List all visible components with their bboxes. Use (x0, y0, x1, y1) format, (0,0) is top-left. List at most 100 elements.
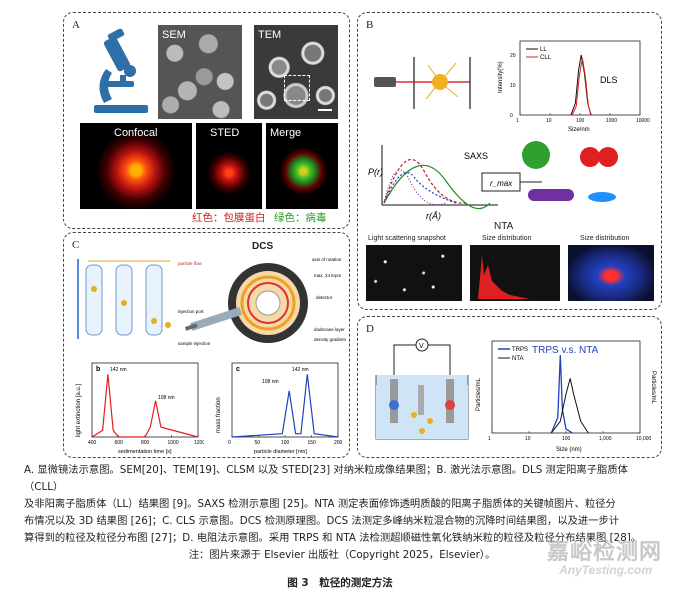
saxs-ylabel: P(r) (368, 167, 383, 177)
merge-label: Merge (270, 127, 302, 139)
caption-line-2: 及非阳离子脂质体（LL）结果图 [9]。SAXS 检测示意图 [25]。NTA … (24, 498, 616, 510)
saxs-title: SAXS (464, 151, 488, 161)
watermark-cn: 嘉峪检测网 (546, 540, 662, 565)
sedimentation-x-tick-label: 800 (141, 440, 150, 446)
nta-3d-plot (568, 245, 654, 301)
dls-ylabel: Intensity(%) (498, 61, 504, 93)
sedimentation-xlabel: sedimentation time [s] (118, 449, 172, 455)
tube-3-outside-particle (165, 322, 171, 328)
mass-fraction-frame (231, 362, 339, 438)
laser-schematic (374, 57, 471, 109)
trps-x-tick-label: 1,000 (599, 436, 612, 442)
saxs-curve-purple (383, 169, 447, 206)
dls-plot-frame (519, 40, 641, 116)
mass-fraction-x-tick-label: 200 (334, 440, 343, 446)
saxs-xlabel: r(Å) (426, 211, 441, 221)
tem-label: TEM (258, 29, 282, 41)
sted-label: STED (210, 127, 240, 139)
nta-size-distribution (470, 245, 560, 301)
legend-green-text: 绿色：病毒 (274, 212, 327, 224)
tube-1 (85, 264, 103, 336)
negative-electrode-icon (389, 400, 399, 410)
caption-line-4: 算得到的粒径及粒径分布图 [27]；D. 电阻法示意图。采用 TRPS 和 NT… (24, 532, 642, 544)
dcs-ring-orange (240, 275, 296, 331)
dcs-note-sample-injection: sample injection (178, 341, 211, 346)
confocal-label: Confocal (114, 127, 158, 139)
sted-image: STED (196, 123, 262, 209)
sedimentation-ylabel: light extinction [a.u.] (76, 384, 82, 437)
saxs-sphere-red-right (598, 147, 618, 167)
tube-2-particle (121, 300, 127, 306)
saxs-rod (528, 189, 574, 201)
mass-fraction-peak-142: 142 nm (292, 367, 309, 373)
trps-ylabel-right: Particles/mL (650, 371, 656, 405)
dcs-note-injection-port: injection port (178, 309, 204, 314)
dcs-title: DCS (252, 241, 274, 252)
panel-d-label: D (366, 323, 374, 335)
trps-x-tick-label: 10 (525, 436, 531, 442)
trps-nta-chart: TRPS v.s. NTA TRPS NTA Particles/mL Part… (476, 340, 656, 453)
dcs-note-particle-flow: particle flow (178, 261, 203, 266)
panel-c-label: C (72, 239, 80, 251)
dcs-syringe-plunger (184, 323, 198, 331)
saxs-chart: P(r) r(Å) SAXS r_max (368, 141, 618, 221)
dls-title: DLS (600, 75, 618, 85)
nta-line (550, 378, 589, 434)
saxs-sphere-red-left (580, 147, 600, 167)
voltmeter-label: V (419, 343, 424, 350)
saxs-curve-blue (383, 172, 457, 204)
sedimentation-panel-letter: b (96, 366, 100, 373)
dcs-note-detector: detector (316, 295, 333, 300)
dls-x-tick-label: 1000 (606, 118, 617, 124)
sedimentation-x-tick-label: 1000 (168, 440, 179, 446)
watermark-en: AnyTesting.com (559, 563, 652, 577)
sedimentation-x-tick-label: 1200 (194, 440, 204, 446)
circuit-wires (393, 344, 451, 379)
nta-snapshot (366, 245, 462, 301)
sedimentation-chart: light extinction [a.u.] sedimentation ti… (76, 362, 204, 455)
dls-y-tick-label: 0 (510, 113, 513, 119)
sedimentation-peak-108: 108 nm (158, 395, 175, 401)
trps-x-tick-label: 10,000 (636, 436, 652, 442)
mass-fraction-x-tick-label: 0 (228, 440, 231, 446)
dls-legend-ll: LL (540, 47, 547, 53)
dls-y-tick-label: 20 (510, 53, 516, 59)
caption-line-1: A. 显微镜法示意图。SEM[20]、TEM[19]、CLSM 以及 STED[… (24, 464, 628, 493)
figure-caption: A. 显微镜法示意图。SEM[20]、TEM[19]、CLSM 以及 STED[… (24, 462, 660, 564)
mass-fraction-x-tick-label: 50 (255, 440, 261, 446)
saxs-curve-green (383, 164, 491, 210)
particle-2 (427, 418, 433, 424)
panel-b-label: B (366, 19, 374, 31)
nta-sub2: Size distribution (482, 235, 532, 242)
tube-3-particle (151, 318, 157, 324)
sem-image: SEM (158, 25, 242, 119)
resistive-pulse-schematic: V (375, 338, 469, 440)
panel-a: A SEM TEM Confocal STED Merge 红色：包膜蛋白 绿色… (63, 12, 350, 229)
dcs-note-axis: axis of rotation (312, 257, 342, 262)
rmax-label: r_max (490, 179, 513, 188)
trps-legend-nta: NTA (512, 356, 524, 362)
nanopore-membrane (418, 385, 424, 415)
particle-3 (419, 428, 425, 434)
dls-legend-cll: CLL (540, 55, 552, 61)
mass-fraction-x-tick-label: 100 (281, 440, 290, 446)
sem-label: SEM (162, 29, 186, 41)
mass-fraction-panel-letter: c (236, 366, 240, 373)
sedimentation-line (91, 374, 199, 438)
mass-fraction-peak-108: 108 nm (262, 379, 279, 385)
sedimentation-peak-142: 142 nm (110, 367, 127, 373)
sedimentation-x-tick-label: 400 (88, 440, 97, 446)
saxs-disk (588, 192, 616, 202)
dcs-note-gradient: density gradient (314, 337, 347, 342)
panel-a-label: A (72, 19, 80, 31)
nta-histogram (478, 255, 530, 299)
tube-3 (145, 264, 163, 336)
saxs-curve-red (383, 159, 467, 204)
dls-line-cll (571, 57, 592, 116)
mass-fraction-x-tick-label: 150 (308, 440, 317, 446)
dcs-syringe (190, 307, 242, 331)
trps-ylabel-left: Particles/mL (476, 377, 482, 411)
trps-xlabel: Size (nm) (556, 447, 582, 453)
